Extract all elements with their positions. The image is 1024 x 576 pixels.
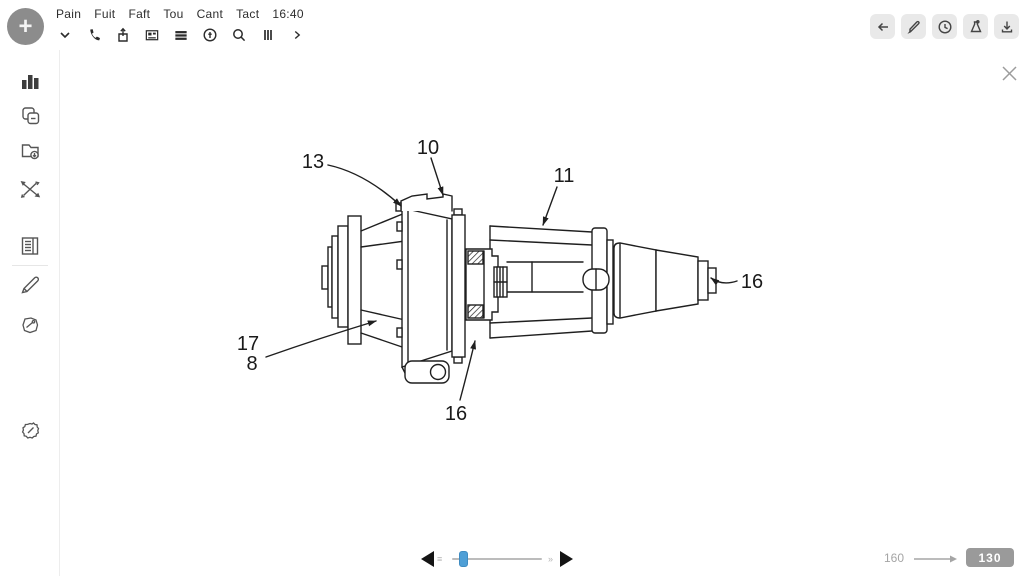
avatar[interactable]: + [7, 8, 44, 45]
page-count-text: 160 [884, 551, 905, 565]
columns-icon[interactable] [260, 26, 276, 43]
back-arrow-icon [875, 19, 891, 35]
page-slider-handle[interactable] [459, 551, 468, 567]
drawing-coupling [613, 242, 717, 319]
chevron-down-icon[interactable] [57, 26, 73, 43]
action-buttons [870, 14, 1019, 39]
page-badge-text: 130 [978, 550, 1002, 565]
page-slider-track[interactable] [452, 558, 542, 560]
search-icon[interactable] [231, 26, 247, 43]
drawing-left-cone [360, 212, 406, 349]
figure-label-8: 8 [246, 353, 257, 375]
top-bar: + Pain Fuit Faft Tou Cant Tact 16:40 [0, 0, 1024, 50]
menu-item[interactable]: Fuit [94, 7, 116, 21]
share-icon[interactable] [115, 26, 131, 43]
clock-text: 16:40 [272, 7, 304, 21]
history-button[interactable] [932, 14, 957, 39]
download-icon [999, 19, 1015, 35]
list-icon[interactable] [173, 26, 189, 43]
menu-item[interactable]: Faft [128, 7, 151, 21]
pen-icon[interactable] [19, 274, 42, 297]
bar-chart-icon[interactable] [19, 71, 42, 94]
document-list-icon[interactable] [19, 235, 42, 258]
toolbar [57, 26, 305, 43]
circled-f-icon[interactable] [202, 26, 218, 43]
figure-label-10: 10 [417, 137, 439, 159]
figure-label-13: 13 [302, 151, 324, 173]
page-arrow-icon [912, 551, 960, 567]
flask-button[interactable] [963, 14, 988, 39]
next-page-button[interactable] [560, 551, 573, 567]
clock-icon [937, 19, 953, 35]
figure-label-16-bottom: 16 [445, 403, 467, 425]
prev-tick-mark: ≡ [437, 554, 443, 564]
edit-button[interactable] [901, 14, 926, 39]
menu-bar: Pain Fuit Faft Tou Cant Tact 16:40 [56, 7, 304, 21]
drawing-bearing-hub [465, 248, 508, 321]
figure-label-16-right: 16 [741, 271, 763, 293]
chevron-right-icon[interactable] [289, 26, 305, 43]
left-sidebar [0, 50, 60, 576]
avatar-plus-icon: + [18, 12, 33, 40]
menu-item[interactable]: Pain [56, 7, 82, 21]
close-icon[interactable] [999, 63, 1020, 84]
gear-icon[interactable] [19, 420, 42, 443]
figure-label-11: 11 [554, 165, 575, 187]
drawing-second-plate [451, 208, 466, 364]
menu-item[interactable]: Tou [163, 7, 184, 21]
next-tick-mark: » [548, 554, 554, 564]
drawing-right-flange [582, 227, 614, 334]
badge-icon[interactable] [19, 315, 42, 338]
drawing-left-hub [321, 215, 362, 345]
drawing-center-flange [395, 193, 453, 384]
flask-icon [968, 19, 984, 35]
figure-leader-lines [265, 157, 738, 401]
save-export-icon[interactable] [19, 140, 42, 163]
prev-page-button[interactable] [421, 551, 434, 567]
menu-item[interactable]: Tact [236, 7, 260, 21]
copy-pages-icon[interactable] [19, 105, 42, 128]
menu-item[interactable]: Cant [196, 7, 224, 21]
phone-icon[interactable] [86, 26, 102, 43]
image-icon[interactable] [144, 26, 160, 43]
back-button[interactable] [870, 14, 895, 39]
page-number-badge[interactable]: 130 [966, 548, 1014, 567]
download-button[interactable] [994, 14, 1019, 39]
figure-label-17: 17 [237, 333, 259, 355]
pencil-icon [906, 19, 922, 35]
sidebar-divider [12, 265, 48, 266]
cross-tools-icon[interactable] [19, 179, 42, 202]
